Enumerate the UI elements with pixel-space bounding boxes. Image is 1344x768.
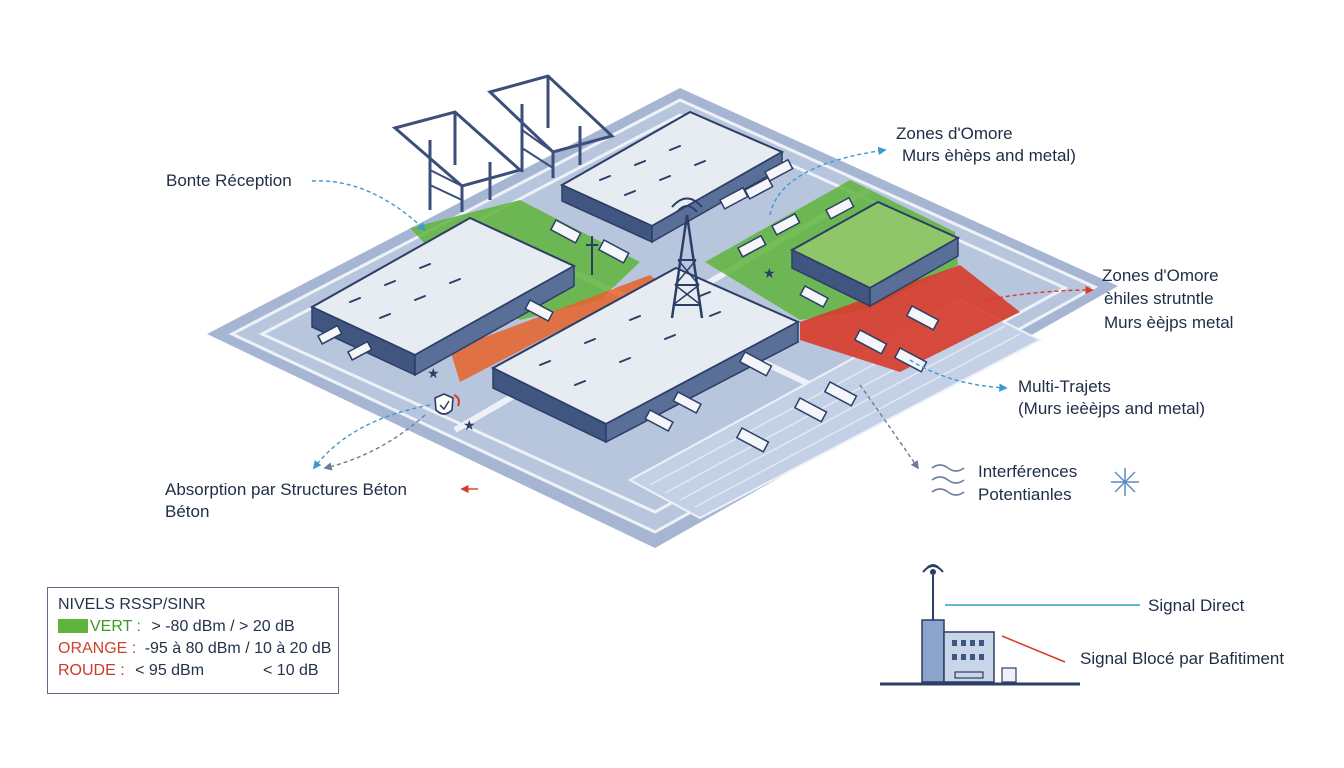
label-absorption: Absorption par Structures Béton (165, 480, 407, 499)
legend-orange-key: ORANGE : (58, 640, 137, 657)
legend-rouge-key: ROUDE : (58, 662, 125, 679)
callout-arrows (311, 146, 1094, 494)
legend-row-vert: VERT : > -80 dBm / > 20 dB (58, 616, 328, 638)
cell-tower-icon (670, 197, 704, 319)
antenna-icon (922, 564, 944, 620)
label-potentianles: Potentianles (978, 485, 1072, 504)
legend-orange-value: -95 à 80 dBm / 10 à 20 dB (144, 640, 332, 657)
legend-vert-key: VERT : (90, 618, 141, 635)
crane-icon (391, 74, 615, 212)
coverage-red (800, 265, 1020, 372)
label-absorption-beton: Béton (165, 502, 210, 521)
legend-rouge-value2: < 10 dB (263, 662, 319, 679)
small-tower-icon (586, 236, 598, 275)
svg-text:★: ★ (463, 418, 476, 434)
wave-icon (931, 464, 965, 496)
legend-green-swatch (58, 619, 88, 633)
label-zone2-title: Zones d'Omore (1102, 266, 1219, 285)
building-icon (921, 619, 1017, 683)
roof-skylights (349, 145, 721, 386)
signal-blocked-line (1001, 635, 1066, 663)
warehouse-east (789, 200, 961, 308)
signal-diagram (880, 564, 1140, 686)
coverage-orange (450, 275, 665, 382)
label-signal-bloque: Signal Blocé par Bafitiment (1080, 649, 1285, 668)
legend-vert-value: > -80 dBm / > 20 dB (151, 618, 295, 635)
legend-rouge-value1: < 95 dBm (135, 662, 205, 679)
label-multi-sub: (Murs ieèèjps and metal) (1018, 399, 1206, 418)
label-zone2-line2: èhiles strutntle (1104, 289, 1214, 308)
warehouse-west (309, 216, 577, 377)
legend-row-orange: ORANGE : -95 à 80 dBm / 10 à 20 dB (58, 638, 331, 660)
shield-icon (434, 393, 460, 415)
sparkle-icon (1111, 468, 1139, 496)
svg-text:★: ★ (763, 266, 776, 282)
label-zone1-sub: Murs èhèps and metal) (902, 146, 1076, 165)
star-icon: ★ ★ ★ (427, 266, 776, 434)
legend-row-rouge: ROUDE : < 95 dBm < 10 dB (58, 660, 328, 682)
label-signal-direct: Signal Direct (1148, 596, 1245, 615)
legend-box: NIVELS RSSP/SINR VERT : > -80 dBm / > 20… (47, 587, 339, 694)
label-zone1-title: Zones d'Omore (896, 124, 1013, 143)
svg-text:★: ★ (427, 366, 440, 382)
truck-icon (316, 158, 940, 453)
label-interferences: Interférences (978, 462, 1078, 481)
label-zone2-line3: Murs èèjps metal (1104, 313, 1234, 332)
label-multi-trajets: Multi-Trajets (1018, 377, 1111, 396)
label-bonte-reception: Bonte Réception (166, 171, 292, 190)
legend-title: NIVELS RSSP/SINR (58, 596, 206, 613)
